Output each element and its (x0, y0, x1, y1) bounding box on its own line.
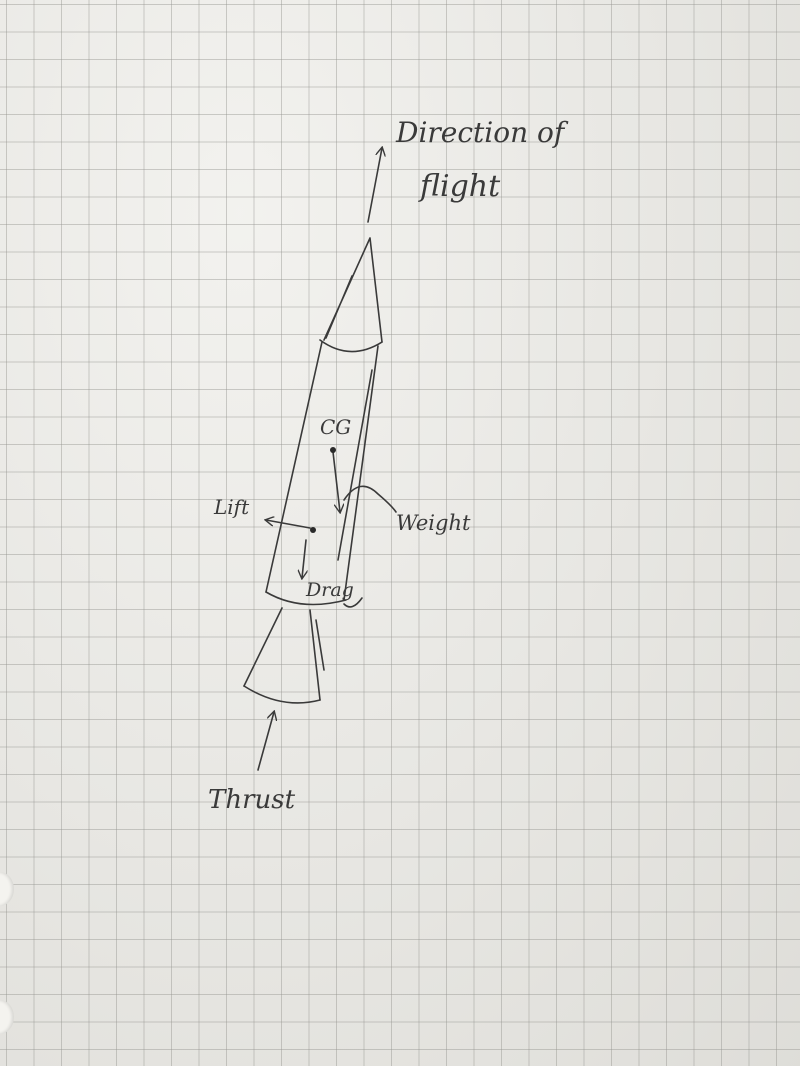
thrust-label: Thrust (208, 785, 296, 815)
body-tube-bottom (265, 591, 347, 606)
direction-label-line1: Direction of (395, 116, 569, 149)
cp-point (310, 527, 316, 533)
nozzle (243, 607, 325, 701)
cg-label: CG (320, 415, 351, 439)
drag-label: Drag (305, 579, 354, 601)
direction-label-line2: flight (418, 169, 501, 204)
nose-cone-base (319, 339, 383, 353)
nozzle-exit (243, 685, 321, 704)
weight-leader (343, 485, 397, 513)
drag-leader (343, 597, 363, 608)
direction-arrow (367, 148, 382, 223)
binder-hole (0, 1000, 14, 1034)
lift-label: Lift (213, 495, 250, 519)
cg-point (330, 447, 336, 453)
nose-cone (323, 237, 383, 343)
weight-label: Weight (396, 511, 471, 535)
binder-hole (0, 872, 14, 906)
lift-arrow (266, 520, 311, 529)
drag-arrow (302, 539, 306, 578)
thrust-arrow (257, 712, 274, 771)
weight-arrow (332, 451, 340, 512)
body-tube (265, 341, 379, 601)
